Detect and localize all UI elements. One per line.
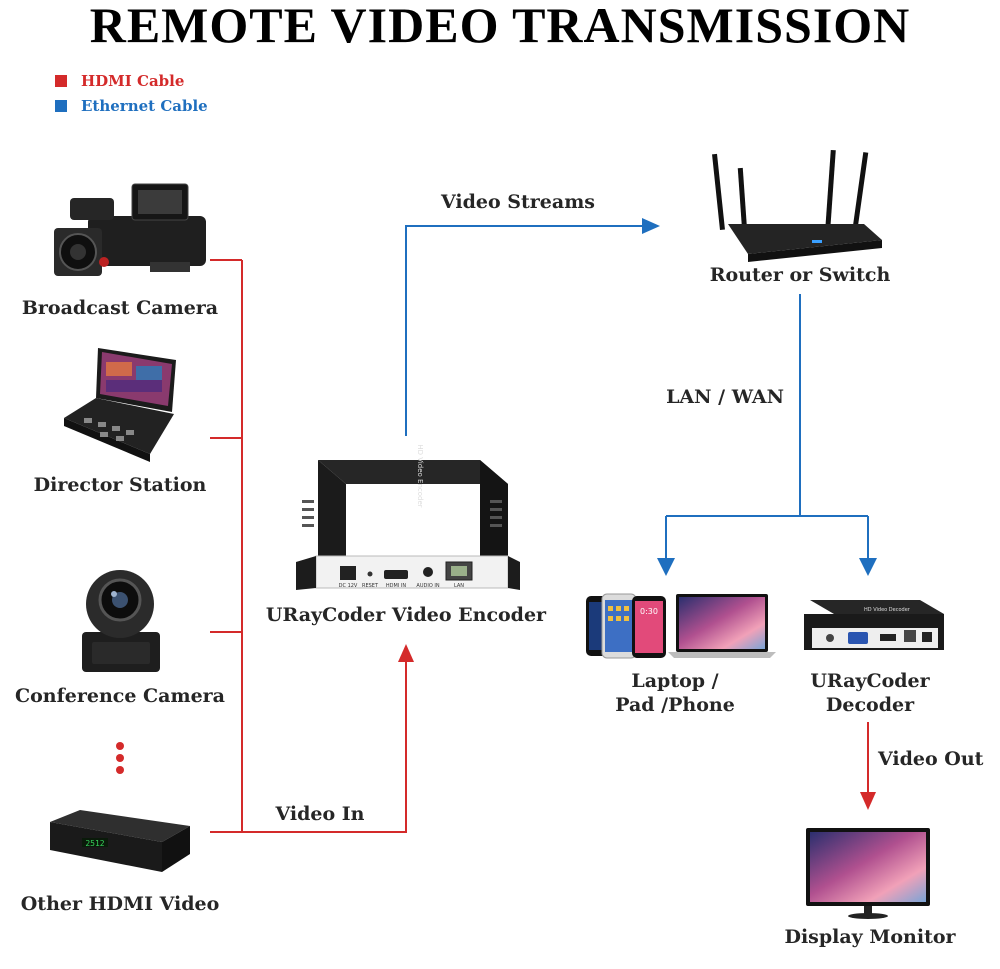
ethernet-encoder-to-router	[405, 225, 642, 436]
encoder-top-text: HD Video Encoder	[416, 444, 424, 507]
decoder-top-text: HD Video Decoder	[864, 607, 911, 613]
encoder-label: URayCoder Video Encoder	[265, 604, 547, 626]
director-station-label: Director Station	[33, 474, 207, 496]
video-in-label: Video In	[275, 803, 365, 825]
more-sources-dots	[116, 742, 124, 774]
port-dc: DC 12V	[339, 583, 358, 589]
lan-wan-label: LAN / WAN	[666, 386, 784, 408]
legend-hdmi-swatch	[55, 75, 67, 87]
conference-camera-label: Conference Camera	[14, 685, 225, 707]
clients-label-line1: Laptop /	[631, 670, 719, 692]
video-streams-label: Video Streams	[441, 191, 595, 213]
router-label: Router or Switch	[709, 264, 891, 286]
display-monitor-label: Display Monitor	[784, 926, 956, 948]
port-hdmi: HDMI IN	[386, 583, 406, 589]
hdmi-cables	[210, 259, 869, 833]
box-display-text: 2512	[85, 839, 104, 848]
phones-icon: 0:30	[586, 593, 666, 659]
display-monitor-icon	[806, 828, 930, 919]
laptop-icon	[668, 594, 776, 658]
port-audio: AUDIO IN	[416, 583, 439, 589]
video-out-label: Video Out	[878, 748, 984, 770]
other-hdmi-label: Other HDMI Video	[20, 893, 220, 915]
legend-hdmi: HDMI Cable	[55, 72, 184, 90]
port-reset: RESET	[362, 583, 379, 589]
video-in-arrowhead	[398, 644, 414, 662]
director-station-icon	[64, 348, 176, 462]
port-lan: LAN	[454, 583, 464, 589]
conference-camera-icon	[82, 570, 160, 672]
legend-ethernet-label: Ethernet Cable	[81, 97, 208, 115]
decoder-device-icon: HD Video Decoder	[804, 600, 944, 650]
phone-time: 0:30	[640, 607, 658, 616]
legend-hdmi-label: HDMI Cable	[81, 72, 185, 90]
legend-ethernet: Ethernet Cable	[55, 97, 208, 115]
hdmi-line-other	[210, 660, 407, 833]
clients-arrowhead	[657, 558, 675, 576]
video-out-arrowhead	[860, 792, 876, 810]
decoder-label-line1: URayCoder	[810, 670, 930, 692]
legend-ethernet-swatch	[55, 100, 67, 112]
decoder-label-line2: Decoder	[825, 694, 915, 716]
router-icon	[712, 149, 882, 262]
set-top-box-icon: 2512	[50, 810, 190, 872]
video-streams-arrowhead	[642, 218, 660, 234]
broadcast-camera-icon	[54, 183, 206, 276]
broadcast-camera-label: Broadcast Camera	[21, 297, 219, 319]
decoder-arrowhead	[859, 558, 877, 576]
clients-label-line2: Pad /Phone	[615, 694, 735, 716]
ethernet-cables	[405, 225, 869, 560]
encoder-device-icon: HD Video Encoder DC 12V RESET HDMI IN AU…	[296, 444, 520, 590]
page-title: REMOTE VIDEO TRANSMISSION	[89, 0, 911, 53]
